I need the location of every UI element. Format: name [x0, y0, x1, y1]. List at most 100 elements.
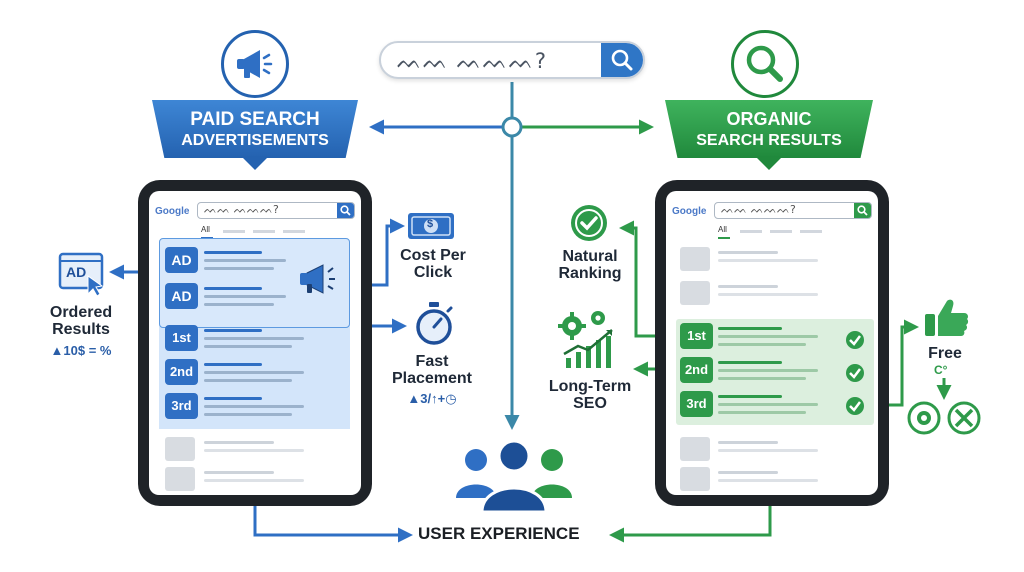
gear-cancel-icons: [907, 401, 981, 435]
result-line: [204, 295, 286, 298]
search-icon: [857, 205, 868, 216]
search-icon: [611, 49, 633, 71]
organic-badge: [731, 30, 799, 98]
placeholder-thumb: [680, 281, 710, 305]
result-line: [204, 449, 304, 452]
ad-window-text: AD: [66, 264, 87, 280]
result-line: [204, 363, 262, 366]
natural-line2: Ranking: [558, 265, 622, 283]
result-line: [204, 441, 274, 444]
result-line: [204, 379, 292, 382]
natural-ranking-label: Natural Ranking: [544, 248, 636, 283]
result-line: [204, 471, 274, 474]
fast-line1: Fast: [415, 353, 449, 370]
paid-tablet-search-button[interactable]: [337, 203, 354, 218]
paid-tab-placeholder: [223, 230, 245, 233]
placeholder-thumb: [165, 437, 195, 461]
rank-tag: 3rd: [680, 391, 713, 417]
ordered-results-label: Ordered Results ▲10$ = %: [28, 304, 134, 358]
thumbs-up-icon: [925, 299, 969, 336]
rank-tag: 2nd: [165, 359, 198, 385]
rank-tag: 1st: [680, 323, 713, 349]
organic-tablet: Google ᨓᨓ ᨓᨓᨓ? All 1st: [655, 180, 889, 506]
result-line: [718, 335, 818, 338]
top-search-bar[interactable]: ᨓᨓ ᨓᨓᨓ?: [379, 41, 645, 79]
magnifier-icon: [746, 45, 783, 82]
result-line: [204, 329, 262, 332]
result-line: [718, 479, 818, 482]
organic-tablet-search[interactable]: ᨓᨓ ᨓᨓᨓ?: [714, 202, 872, 219]
organic-tablet-search-button[interactable]: [854, 203, 871, 218]
result-line: [718, 251, 778, 254]
ordered-sub: ▲10$ = %: [50, 342, 112, 358]
free-label: Free: [928, 345, 962, 362]
result-line: [204, 259, 286, 262]
result-line: [718, 361, 782, 364]
ordered-line2: Results: [52, 321, 110, 339]
paid-title-ribbon: PAID SEARCH ADVERTISEMENTS: [152, 100, 358, 158]
result-line: [204, 413, 292, 416]
fast-placement-label: Fast Placement ▲3/↑+◷: [382, 353, 482, 406]
fast-line2: Placement: [391, 370, 473, 388]
ad-tag: AD: [165, 283, 198, 309]
paid-badge: [221, 30, 289, 98]
rank-tag: 3rd: [165, 393, 198, 419]
placeholder-thumb: [680, 467, 710, 491]
megaphone-icon: [300, 264, 335, 294]
ad-tag: AD: [165, 247, 198, 273]
organic-tab-placeholder: [740, 230, 762, 233]
result-line: [718, 285, 778, 288]
check-circle-icon: [846, 397, 864, 415]
result-line: [204, 397, 262, 400]
result-line: [718, 395, 782, 398]
user-experience-label: USER EXPERIENCE: [418, 524, 580, 543]
organic-tab-placeholder: [770, 230, 792, 233]
result-line: [718, 259, 818, 262]
natural-line1: Natural: [562, 248, 618, 265]
long-term-seo-label: Long-Term SEO: [538, 378, 642, 413]
paid-tab-all[interactable]: All: [201, 225, 210, 234]
paid-google-logo: Google: [155, 206, 190, 217]
check-circle-icon: [846, 331, 864, 349]
paid-tab-placeholder: [253, 230, 275, 233]
organic-google-logo: Google: [672, 206, 707, 217]
cost-line1: Cost Per: [400, 247, 466, 264]
result-line: [718, 293, 818, 296]
paid-tablet-search[interactable]: ᨓᨓ ᨓᨓᨓ?: [197, 202, 355, 219]
organic-title-ribbon: ORGANIC SEARCH RESULTS: [665, 100, 873, 158]
junction-node: [501, 116, 523, 138]
longterm-line2: SEO: [573, 395, 607, 413]
placeholder-thumb: [680, 247, 710, 271]
free-mark: C°: [934, 363, 948, 377]
result-line: [204, 345, 292, 348]
organic-title-line2: SEARCH RESULTS: [696, 132, 842, 149]
cost-line2: Click: [413, 264, 453, 282]
result-line: [718, 343, 806, 346]
result-line: [718, 369, 818, 372]
ordered-line1: Ordered: [49, 304, 113, 321]
cost-per-click-label: Cost Per Click: [385, 247, 481, 282]
ad-window-icon: [58, 252, 104, 297]
top-search-button[interactable]: [601, 43, 643, 77]
users-icon: [456, 439, 572, 514]
organic-ribbon-pointer: [755, 156, 783, 170]
result-line: [204, 337, 304, 340]
result-line: [204, 251, 262, 254]
money-bill-symbol: $: [427, 218, 434, 230]
megaphone-icon: [237, 50, 273, 78]
organic-tab-underline: [718, 237, 730, 239]
organic-tab-all[interactable]: All: [718, 225, 727, 234]
result-line: [204, 405, 304, 408]
paid-title-line2: ADVERTISEMENTS: [181, 132, 329, 149]
gears-chart-icon: [558, 311, 613, 368]
paid-ribbon-pointer: [241, 156, 269, 170]
result-line: [718, 441, 778, 444]
result-line: [204, 267, 274, 270]
organic-tablet-screen: Google ᨓᨓ ᨓᨓᨓ? All 1st: [666, 191, 878, 495]
result-line: [718, 471, 778, 474]
paid-tablet-screen: Google ᨓᨓ ᨓᨓᨓ? All AD AD: [149, 191, 361, 495]
fast-sub: ▲3/↑+◷: [407, 390, 457, 406]
result-line: [718, 449, 818, 452]
paid-tablet: Google ᨓᨓ ᨓᨓᨓ? All AD AD: [138, 180, 372, 506]
